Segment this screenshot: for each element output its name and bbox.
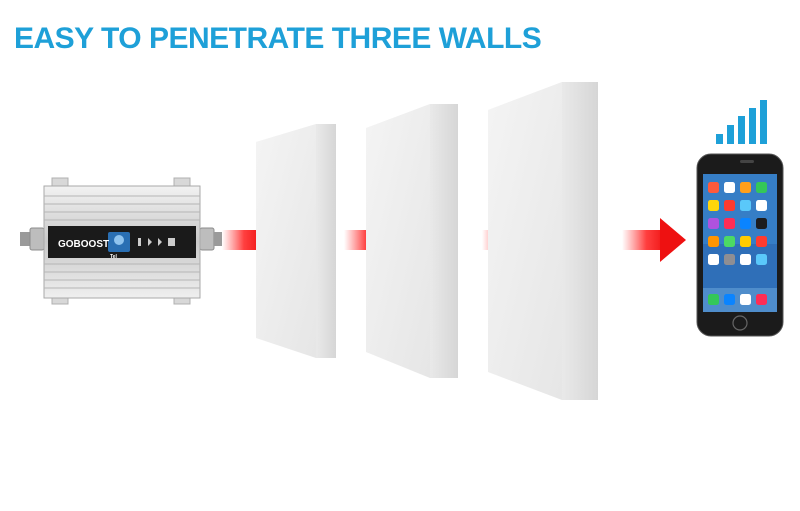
device-screen-badge: Tel bbox=[110, 254, 117, 260]
arrow-right-icon bbox=[622, 218, 686, 262]
page-title: EASY TO PENETRATE THREE WALLS bbox=[14, 22, 542, 55]
device-brand-label: GOBOOST bbox=[58, 239, 109, 250]
signal-bars-icon bbox=[716, 100, 767, 144]
wall-3 bbox=[488, 82, 598, 400]
signal-booster-icon bbox=[20, 177, 222, 305]
wall-2 bbox=[366, 104, 458, 378]
smartphone-icon bbox=[696, 153, 784, 337]
wall-1 bbox=[256, 124, 336, 358]
